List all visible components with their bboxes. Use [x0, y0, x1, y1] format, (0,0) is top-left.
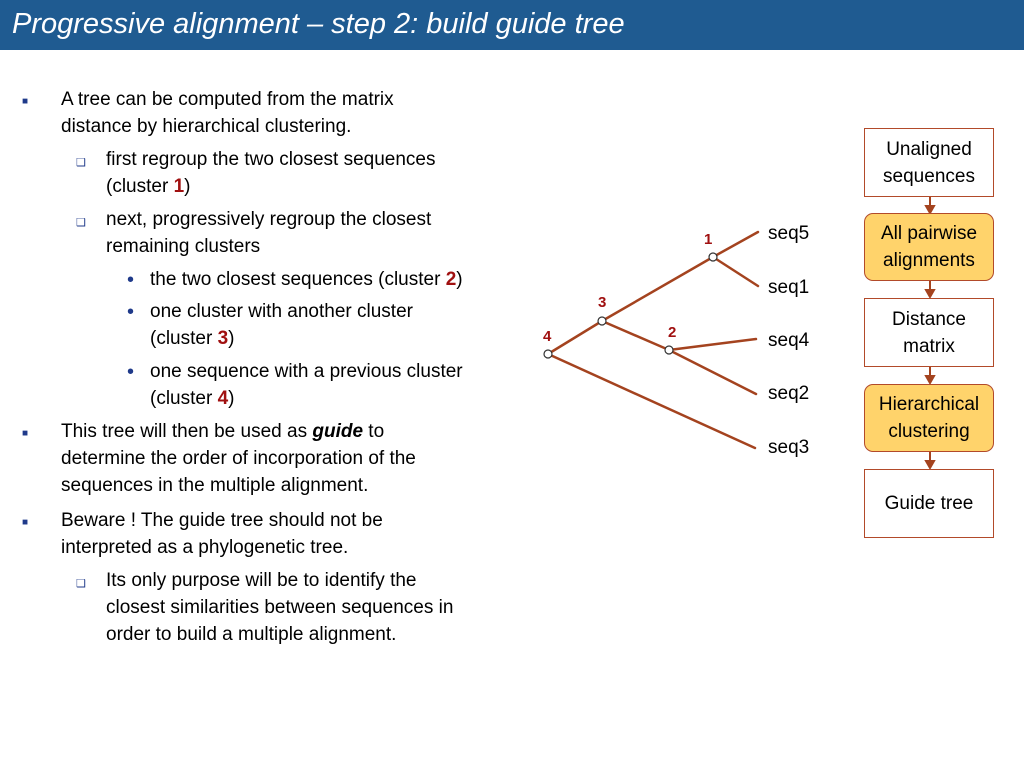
- hollow-square-bullet-icon: ❑: [76, 217, 86, 229]
- bullet-1-line-1: A tree can be computed from the matrix: [61, 89, 394, 110]
- branch-n1-seq1: [711, 255, 760, 288]
- leaf-label-seq1: seq1: [768, 277, 810, 298]
- tree-nodes: [543, 252, 718, 359]
- node-cluster-1: [708, 252, 718, 262]
- square-bullet-icon: ■: [22, 517, 29, 528]
- sub-bullet-3-line-2: closest similarities between sequences i…: [106, 597, 454, 618]
- cluster-label-2: 2: [668, 324, 677, 341]
- leaf-label-seq2: seq2: [768, 383, 810, 404]
- sub-sub-bullet-3-line-2: (cluster 4): [150, 388, 235, 409]
- sub-bullet-1-line-1: first regroup the two closest sequences: [106, 149, 436, 170]
- title-bar: [0, 0, 1024, 50]
- tree-branches: [546, 230, 760, 450]
- sub-bullet-2-line-2: remaining clusters: [106, 236, 261, 257]
- square-bullet-icon: ■: [22, 428, 29, 439]
- flowchart-arrows: [924, 197, 936, 471]
- sub-sub-bullet-2-line-2: (cluster 3): [150, 328, 235, 349]
- bullet-3-line-2: interpreted as a phylogenetic tree.: [61, 537, 349, 558]
- cluster-label-1: 1: [704, 231, 713, 248]
- square-bullet-icon: ■: [22, 96, 29, 107]
- dot-bullet-icon: •: [127, 269, 135, 291]
- cluster-label-3: 3: [598, 294, 607, 311]
- bullet-2-line-1: This tree will then be used as guide to: [61, 421, 385, 442]
- node-cluster-3: [597, 316, 607, 326]
- sub-bullet-3-line-3: order to build a multiple alignment.: [106, 624, 397, 645]
- sub-sub-bullet-3-line-1: one sequence with a previous cluster: [150, 361, 463, 382]
- node-cluster-2: [664, 345, 674, 355]
- sub-bullet-3-line-1: Its only purpose will be to identify the: [106, 570, 417, 591]
- cluster-label-4: 4: [543, 328, 552, 345]
- sub-sub-bullet-2-line-1: one cluster with another cluster: [150, 301, 413, 322]
- bullet-2-line-2: determine the order of incorporation of …: [61, 448, 416, 469]
- sub-bullet-2-line-1: next, progressively regroup the closest: [106, 209, 432, 230]
- branch-n4-seq3: [546, 352, 757, 450]
- leaf-label-seq4: seq4: [768, 330, 810, 351]
- hollow-square-bullet-icon: ❑: [76, 157, 86, 169]
- dot-bullet-icon: •: [127, 361, 135, 383]
- bullet-2-line-3: sequences in the multiple alignment.: [61, 475, 369, 496]
- branch-n4-n3: [546, 319, 604, 356]
- leaf-label-seq5: seq5: [768, 223, 810, 244]
- sub-bullet-1-line-2: (cluster 1): [106, 176, 191, 197]
- slide-title: Progressive alignment – step 2: build gu…: [12, 8, 625, 40]
- branch-n2-seq2: [667, 348, 758, 396]
- bullet-1-line-2: distance by hierarchical clustering.: [61, 116, 352, 137]
- hollow-square-bullet-icon: ❑: [76, 578, 86, 590]
- flow-box-guide-tree: Guide tree: [864, 469, 994, 538]
- bullet-3-line-1: Beware ! The guide tree should not be: [61, 510, 383, 531]
- dot-bullet-icon: •: [127, 301, 135, 323]
- node-cluster-4: [543, 349, 553, 359]
- branch-n3-n2: [600, 319, 671, 352]
- branch-n2-seq4: [667, 337, 758, 352]
- branch-n1-seq5: [711, 230, 760, 259]
- branch-n3-n1: [600, 255, 715, 323]
- leaf-label-seq3: seq3: [768, 437, 810, 458]
- sub-sub-bullet-1: the two closest sequences (cluster 2): [150, 269, 463, 290]
